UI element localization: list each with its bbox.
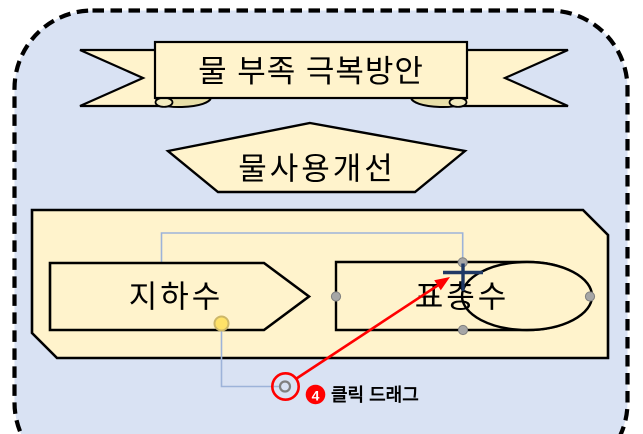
groundwater-label: 지하수 (129, 280, 224, 315)
drag-start-point[interactable] (278, 380, 292, 393)
annotation-arrow-head (434, 277, 450, 291)
connection-point-dot[interactable] (457, 324, 469, 336)
step-badge (305, 384, 326, 405)
groundwater-outline[interactable] (48, 261, 312, 332)
surface-water-label: 표층수 (415, 280, 510, 315)
pentagon-outline[interactable] (165, 121, 468, 194)
adjustment-handle[interactable] (213, 315, 230, 332)
ribbon-left-tail[interactable] (79, 48, 170, 108)
ribbon-band[interactable] (153, 40, 469, 100)
annotation-overlay: 4 클릭 드래그 (270, 277, 450, 405)
instruction-label: 클릭 드래그 (331, 385, 419, 405)
pentagon-shape[interactable]: 물사용개선 (165, 121, 468, 194)
annotation-arrow-line (295, 284, 439, 380)
annotation-circle (270, 371, 300, 401)
crosshair-cursor-icon (443, 263, 483, 291)
step-number: 4 (312, 388, 320, 404)
groundwater-shape[interactable]: 지하수 (48, 261, 312, 332)
connection-point-dot[interactable] (330, 291, 342, 302)
ribbon-right-tail[interactable] (452, 48, 569, 108)
pentagon-label: 물사용개선 (238, 152, 396, 187)
ribbon-banner[interactable]: 물 부족 극복방안 (79, 40, 569, 109)
connection-point-dot[interactable] (584, 291, 596, 302)
elbow-connector-top[interactable] (160, 232, 464, 263)
ribbon-label: 물 부족 극복방안 (198, 54, 424, 89)
